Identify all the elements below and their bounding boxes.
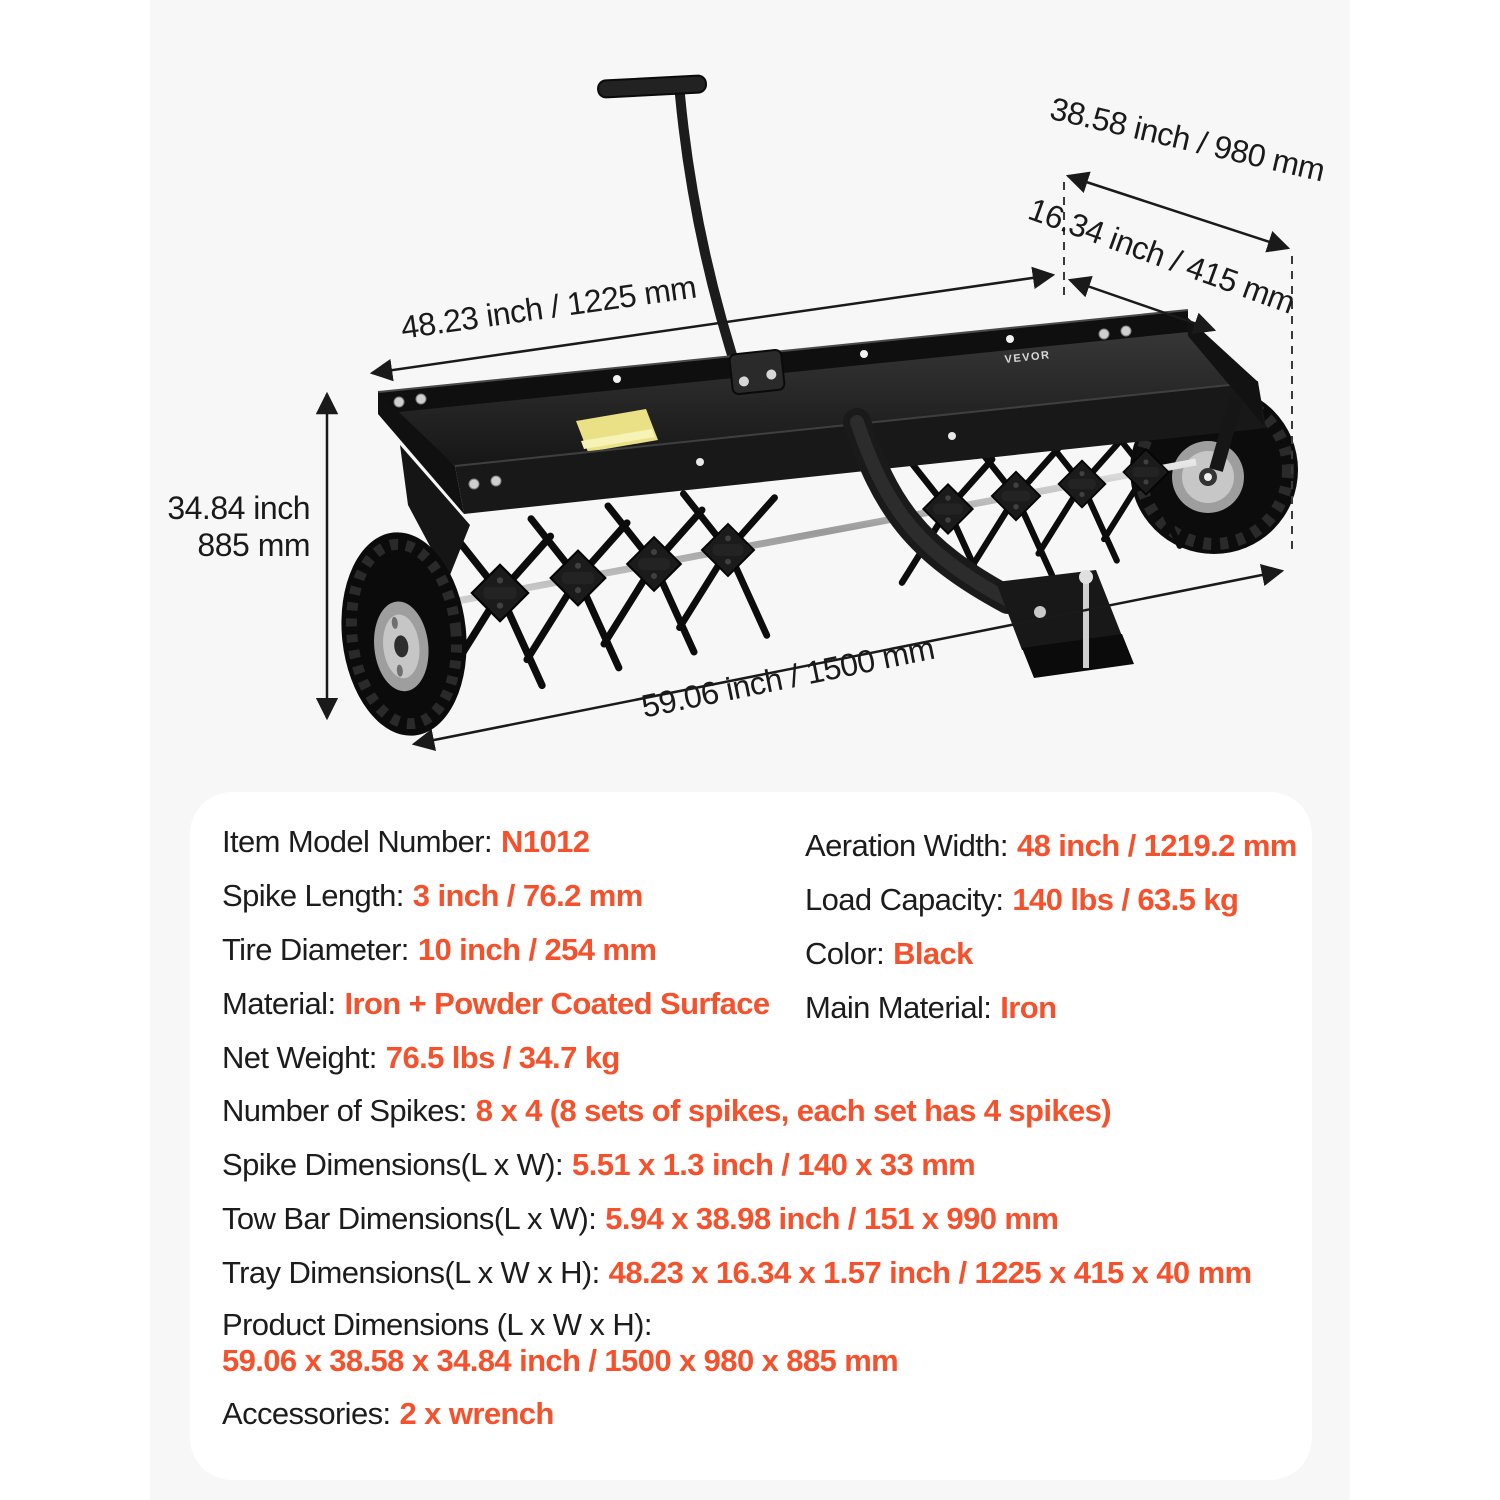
spec-main-material: Main Material:Iron (805, 990, 1057, 1026)
spec-spike-length: Spike Length:3 inch / 76.2 mm (222, 878, 643, 914)
dim-arrow-overall-length (411, 563, 1285, 752)
dim-label-tray-length: 48.23 inch / 1225 mm (399, 269, 699, 346)
spec-value: 48.23 x 16.34 x 1.57 inch / 1225 x 415 x… (608, 1255, 1252, 1290)
dim-arrow-tray-length (369, 266, 1056, 382)
spec-spike-dimensions: Spike Dimensions(L x W):5.51 x 1.3 inch … (222, 1147, 976, 1183)
spec-label: Load Capacity: (805, 882, 1004, 917)
spec-value: 2 x wrench (399, 1396, 555, 1431)
spec-item-model-number: Item Model Number:N1012 (222, 824, 590, 860)
spec-value: 5.94 x 38.98 inch / 151 x 990 mm (605, 1201, 1059, 1236)
dim-label-tray-width: 16.34 inch / 415 mm (1024, 191, 1300, 321)
spec-value: 3 inch / 76.2 mm (412, 878, 644, 913)
spec-value: 76.5 lbs / 34.7 kg (385, 1040, 621, 1075)
spec-value: Iron + Powder Coated Surface (344, 986, 770, 1021)
spec-label: Tray Dimensions(L x W x H): (222, 1255, 600, 1290)
spec-value: 8 x 4 (8 sets of spikes, each set has 4 … (475, 1093, 1112, 1128)
spec-product-dimensions-label: Product Dimensions (L x W x H): (222, 1307, 652, 1343)
spec-label: Net Weight: (222, 1040, 377, 1075)
spec-label: Number of Spikes: (222, 1093, 467, 1128)
spec-material: Material:Iron + Powder Coated Surface (222, 986, 770, 1022)
handle-bracket (728, 348, 786, 396)
spec-label: Item Model Number: (222, 824, 493, 859)
dim-arrow-tray-width (1067, 276, 1217, 334)
dim-label-height-mm: 885 mm (197, 527, 310, 563)
spec-load-capacity: Load Capacity:140 lbs / 63.5 kg (805, 882, 1239, 918)
spec-net-weight: Net Weight:76.5 lbs / 34.7 kg (222, 1040, 620, 1076)
spec-product-dimensions-value: 59.06 x 38.58 x 34.84 inch / 1500 x 980 … (222, 1343, 899, 1379)
spec-value: N1012 (501, 824, 590, 859)
spec-value: 140 lbs / 63.5 kg (1012, 882, 1239, 917)
spec-color: Color:Black (805, 936, 973, 972)
spec-label: Tow Bar Dimensions(L x W): (222, 1201, 597, 1236)
spec-label: Material: (222, 986, 336, 1021)
spec-tire-diameter: Tire Diameter:10 inch / 254 mm (222, 932, 657, 968)
spec-label: Spike Length: (222, 878, 404, 913)
spec-label: Accessories: (222, 1396, 391, 1431)
aerator-handle (597, 74, 749, 397)
spec-number-of-spikes: Number of Spikes:8 x 4 (8 sets of spikes… (222, 1093, 1112, 1129)
dim-label-height-inch: 34.84 inch (167, 490, 310, 526)
dim-label-overall-width: 38.58 inch / 980 mm (1047, 90, 1328, 188)
spec-value: 5.51 x 1.3 inch / 140 x 33 mm (572, 1147, 976, 1182)
dim-label-overall-length: 59.06 inch / 1500 mm (638, 630, 937, 725)
aerator-tray: VEVOR (377, 309, 1266, 580)
spec-label: Spike Dimensions(L x W): (222, 1147, 564, 1182)
spec-label: Tire Diameter: (222, 932, 409, 967)
spec-value: 48 inch / 1219.2 mm (1016, 828, 1297, 863)
spec-accessories: Accessories:2 x wrench (222, 1396, 554, 1432)
spec-label: Color: (805, 936, 885, 971)
spec-label: Main Material: (805, 990, 992, 1025)
handle-grip (597, 74, 707, 99)
spec-label: Product Dimensions (L x W x H): (222, 1307, 652, 1342)
spec-value: 59.06 x 38.58 x 34.84 inch / 1500 x 980 … (222, 1343, 899, 1378)
spec-aeration-width: Aeration Width:48 inch / 1219.2 mm (805, 828, 1297, 864)
spec-value: Iron (1000, 990, 1057, 1025)
spec-label: Aeration Width: (805, 828, 1009, 863)
spec-tray-dimensions: Tray Dimensions(L x W x H):48.23 x 16.34… (222, 1255, 1252, 1291)
dim-arrow-overall-width (1065, 171, 1291, 253)
spec-value: 10 inch / 254 mm (417, 932, 657, 967)
spec-value: Black (893, 936, 973, 971)
spec-tow-bar-dimensions: Tow Bar Dimensions(L x W):5.94 x 38.98 i… (222, 1201, 1059, 1237)
spec-card: Item Model Number:N1012 Spike Length:3 i… (190, 792, 1312, 1480)
